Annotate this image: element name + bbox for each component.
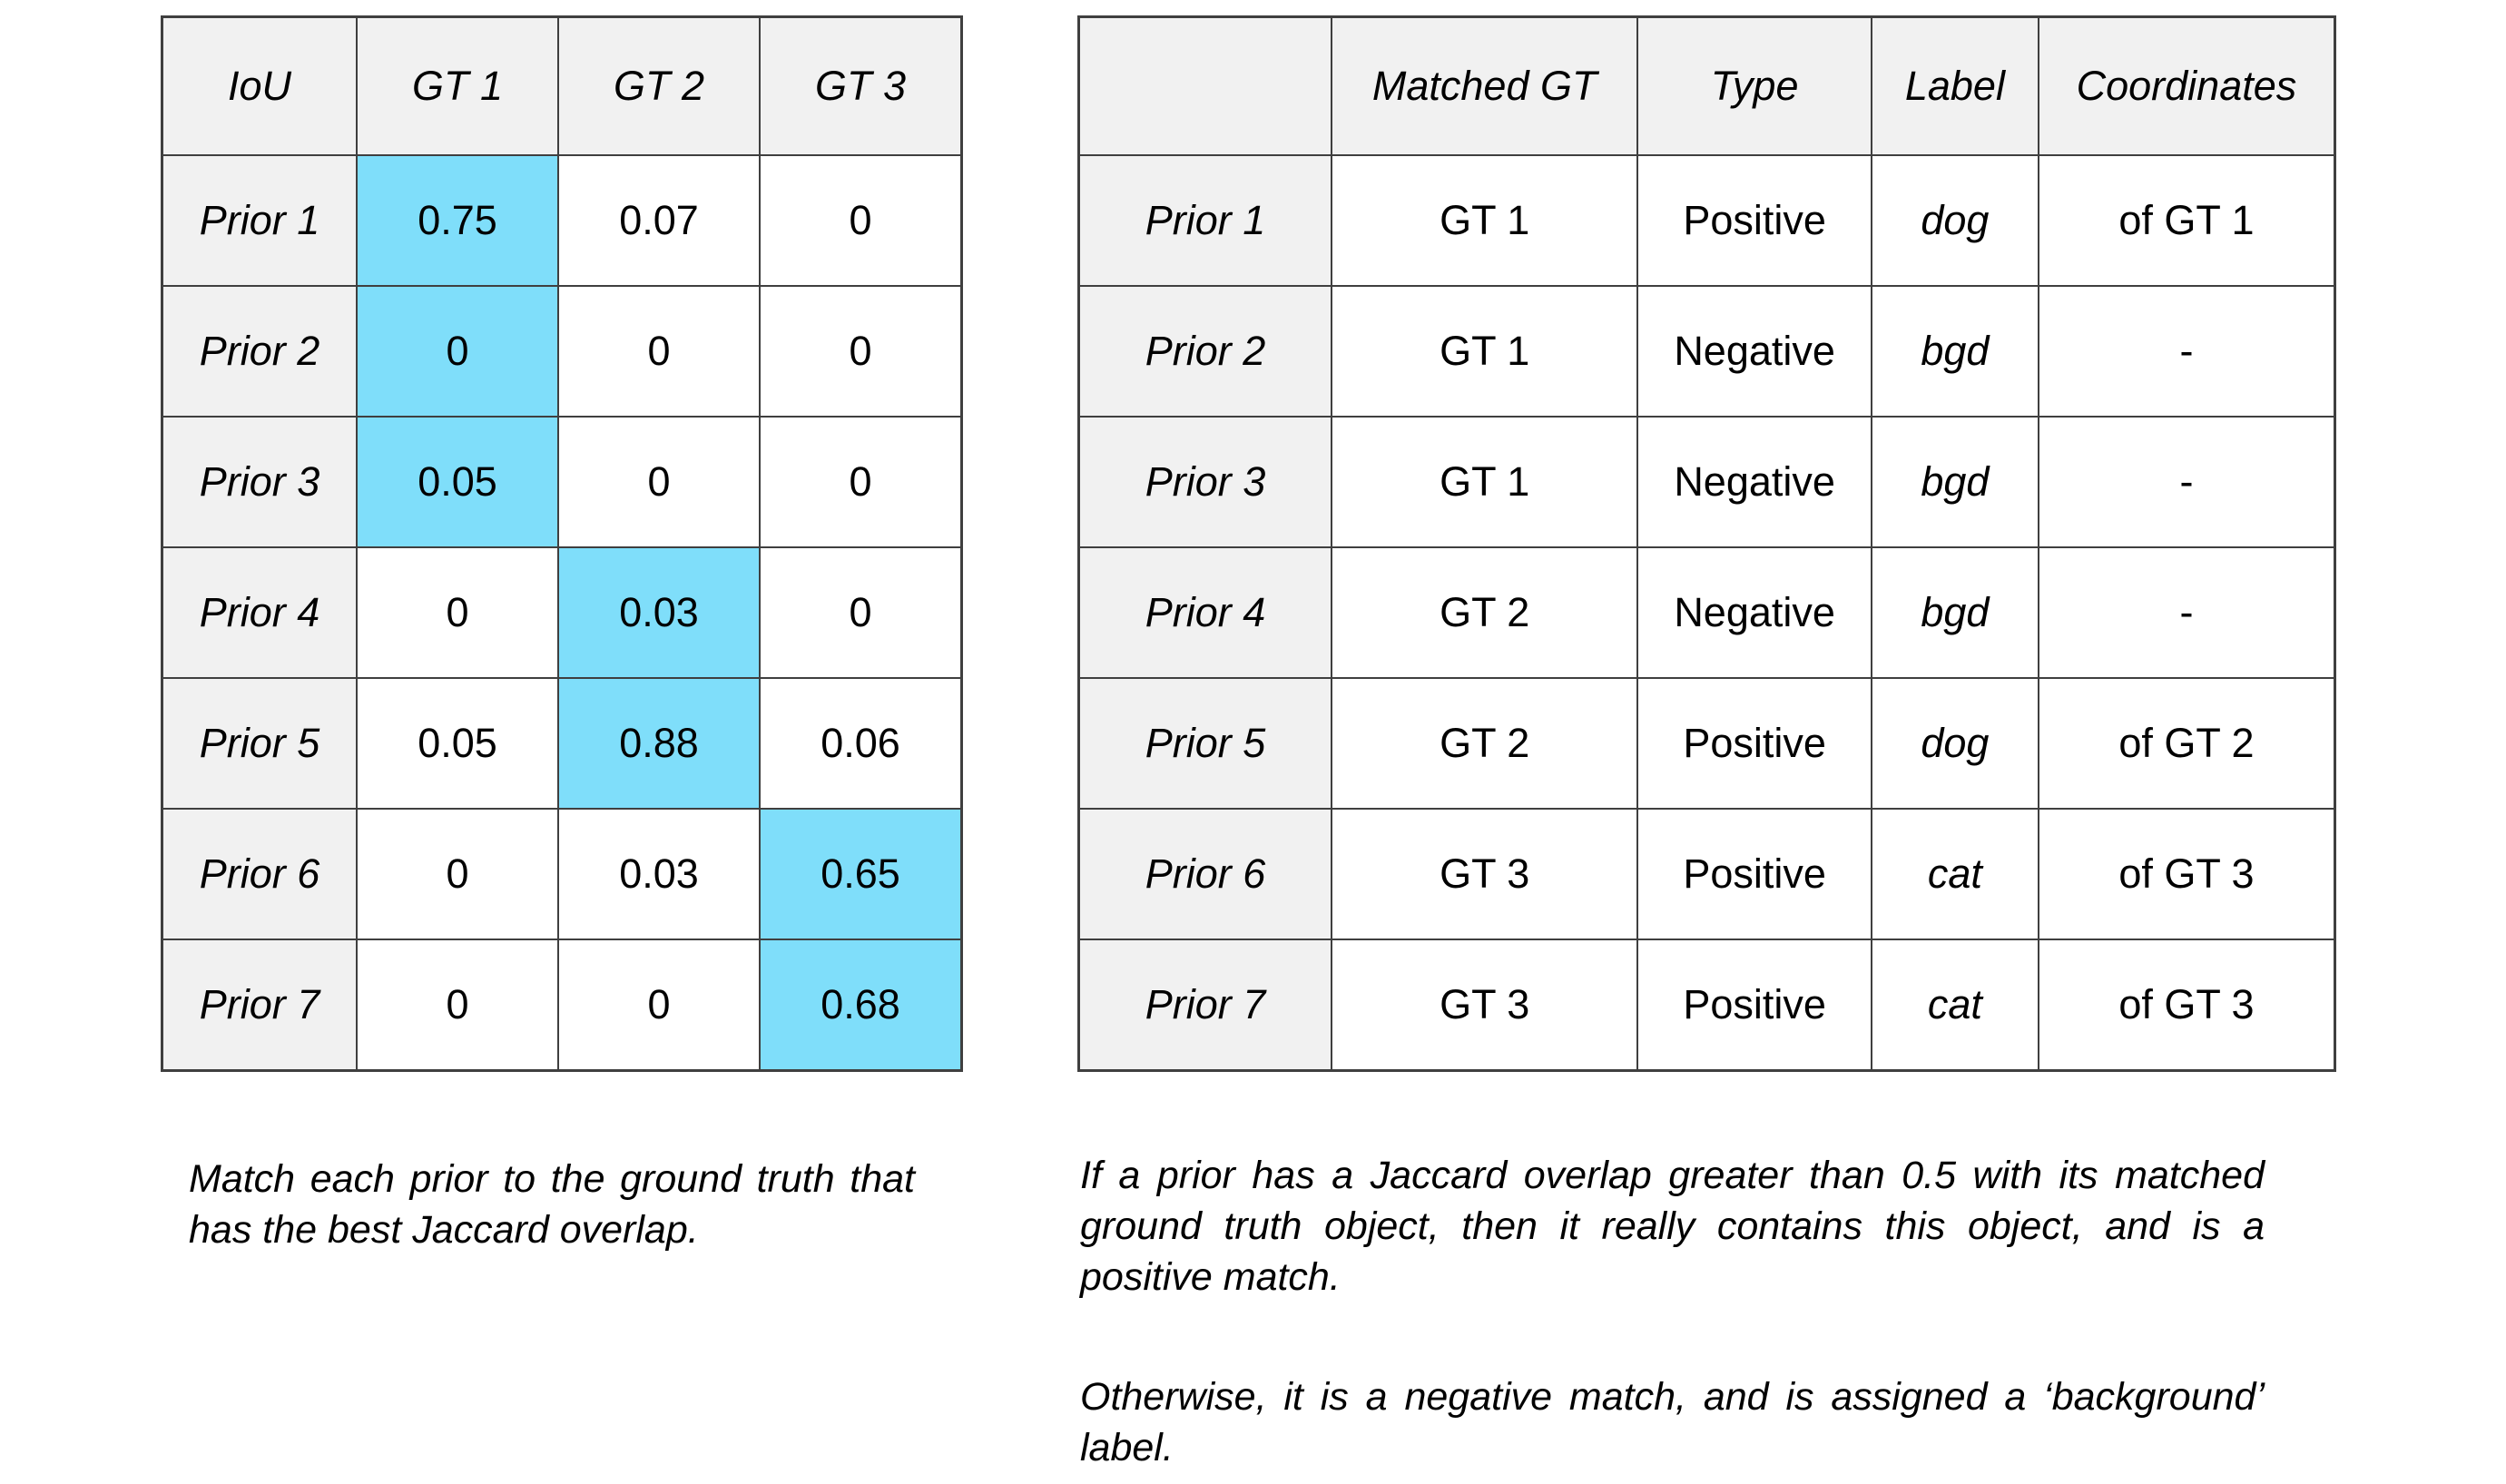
- iou-cell: 0.68: [759, 939, 962, 1071]
- class-label-cell: bgd: [1870, 285, 2039, 418]
- iou-cell: 0: [557, 416, 761, 548]
- class-label-cell: bgd: [1870, 416, 2039, 548]
- matched-gt-cell: GT 3: [1331, 939, 1639, 1071]
- match-header-cell: [1077, 16, 1333, 156]
- matched-gt-cell: GT 1: [1331, 285, 1639, 418]
- class-label-cell: dog: [1870, 154, 2039, 287]
- caption-right-negative: Otherwise, it is a negative match, and i…: [1080, 1372, 2265, 1474]
- match-row-label: Prior 5: [1077, 677, 1333, 810]
- iou-cell: 0: [759, 416, 962, 548]
- iou-row-label: Prior 2: [162, 285, 358, 418]
- iou-row-label: Prior 1: [162, 154, 358, 287]
- caption-left-text: Match each prior to the ground truth tha…: [189, 1157, 915, 1252]
- coordinates-cell: -: [2037, 285, 2336, 418]
- iou-cell: 0.05: [356, 416, 559, 548]
- matched-gt-cell: GT 1: [1331, 416, 1639, 548]
- iou-header-cell: GT 1: [356, 16, 559, 156]
- match-type-cell: Positive: [1636, 939, 1872, 1071]
- match-row-label: Prior 7: [1077, 939, 1333, 1071]
- coordinates-cell: -: [2037, 546, 2336, 679]
- match-row-label: Prior 1: [1077, 154, 1333, 287]
- iou-cell: 0.75: [356, 154, 559, 287]
- iou-cell: 0.07: [557, 154, 761, 287]
- iou-cell: 0: [356, 546, 559, 679]
- class-label-cell: cat: [1870, 808, 2039, 940]
- class-label-cell: cat: [1870, 939, 2039, 1071]
- match-row-label: Prior 6: [1077, 808, 1333, 940]
- caption-left: Match each prior to the ground truth tha…: [189, 1155, 915, 1256]
- match-type-cell: Negative: [1636, 285, 1872, 418]
- coordinates-cell: of GT 3: [2037, 939, 2336, 1071]
- iou-row-label: Prior 6: [162, 808, 358, 940]
- iou-cell: 0.03: [557, 808, 761, 940]
- iou-row-label: Prior 5: [162, 677, 358, 810]
- iou-row-label: Prior 3: [162, 416, 358, 548]
- iou-cell: 0: [557, 285, 761, 418]
- iou-header-cell: IoU: [162, 16, 358, 156]
- match-type-cell: Positive: [1636, 154, 1872, 287]
- match-type-cell: Positive: [1636, 677, 1872, 810]
- iou-cell: 0.88: [557, 677, 761, 810]
- iou-row-label: Prior 7: [162, 939, 358, 1071]
- match-row-label: Prior 3: [1077, 416, 1333, 548]
- match-header-cell: Label: [1870, 16, 2039, 156]
- iou-cell: 0: [759, 546, 962, 679]
- iou-header-cell: GT 2: [557, 16, 761, 156]
- coordinates-cell: -: [2037, 416, 2336, 548]
- iou-cell: 0.03: [557, 546, 761, 679]
- match-header-cell: Coordinates: [2037, 16, 2336, 156]
- caption-right-positive-text: If a prior has a Jaccard overlap greater…: [1080, 1154, 2265, 1299]
- matched-gt-cell: GT 2: [1331, 546, 1639, 679]
- match-type-cell: Negative: [1636, 416, 1872, 548]
- iou-cell: 0.65: [759, 808, 962, 940]
- match-type-cell: Positive: [1636, 808, 1872, 940]
- matched-gt-cell: GT 1: [1331, 154, 1639, 287]
- iou-row-label: Prior 4: [162, 546, 358, 679]
- caption-right-positive: If a prior has a Jaccard overlap greater…: [1080, 1151, 2265, 1303]
- match-row-label: Prior 4: [1077, 546, 1333, 679]
- matched-gt-cell: GT 2: [1331, 677, 1639, 810]
- coordinates-cell: of GT 2: [2037, 677, 2336, 810]
- match-header-cell: Matched GT: [1331, 16, 1639, 156]
- iou-cell: 0.06: [759, 677, 962, 810]
- iou-cell: 0: [356, 808, 559, 940]
- matched-gt-cell: GT 3: [1331, 808, 1639, 940]
- coordinates-cell: of GT 3: [2037, 808, 2336, 940]
- class-label-cell: dog: [1870, 677, 2039, 810]
- match-header-cell: Type: [1636, 16, 1872, 156]
- iou-header-cell: GT 3: [759, 16, 962, 156]
- iou-cell: 0.05: [356, 677, 559, 810]
- match-type-cell: Negative: [1636, 546, 1872, 679]
- iou-cell: 0: [759, 154, 962, 287]
- caption-right-negative-text: Otherwise, it is a negative match, and i…: [1080, 1375, 2265, 1469]
- class-label-cell: bgd: [1870, 546, 2039, 679]
- iou-cell: 0: [557, 939, 761, 1071]
- iou-cell: 0: [759, 285, 962, 418]
- iou-cell: 0: [356, 939, 559, 1071]
- match-row-label: Prior 2: [1077, 285, 1333, 418]
- coordinates-cell: of GT 1: [2037, 154, 2336, 287]
- iou-cell: 0: [356, 285, 559, 418]
